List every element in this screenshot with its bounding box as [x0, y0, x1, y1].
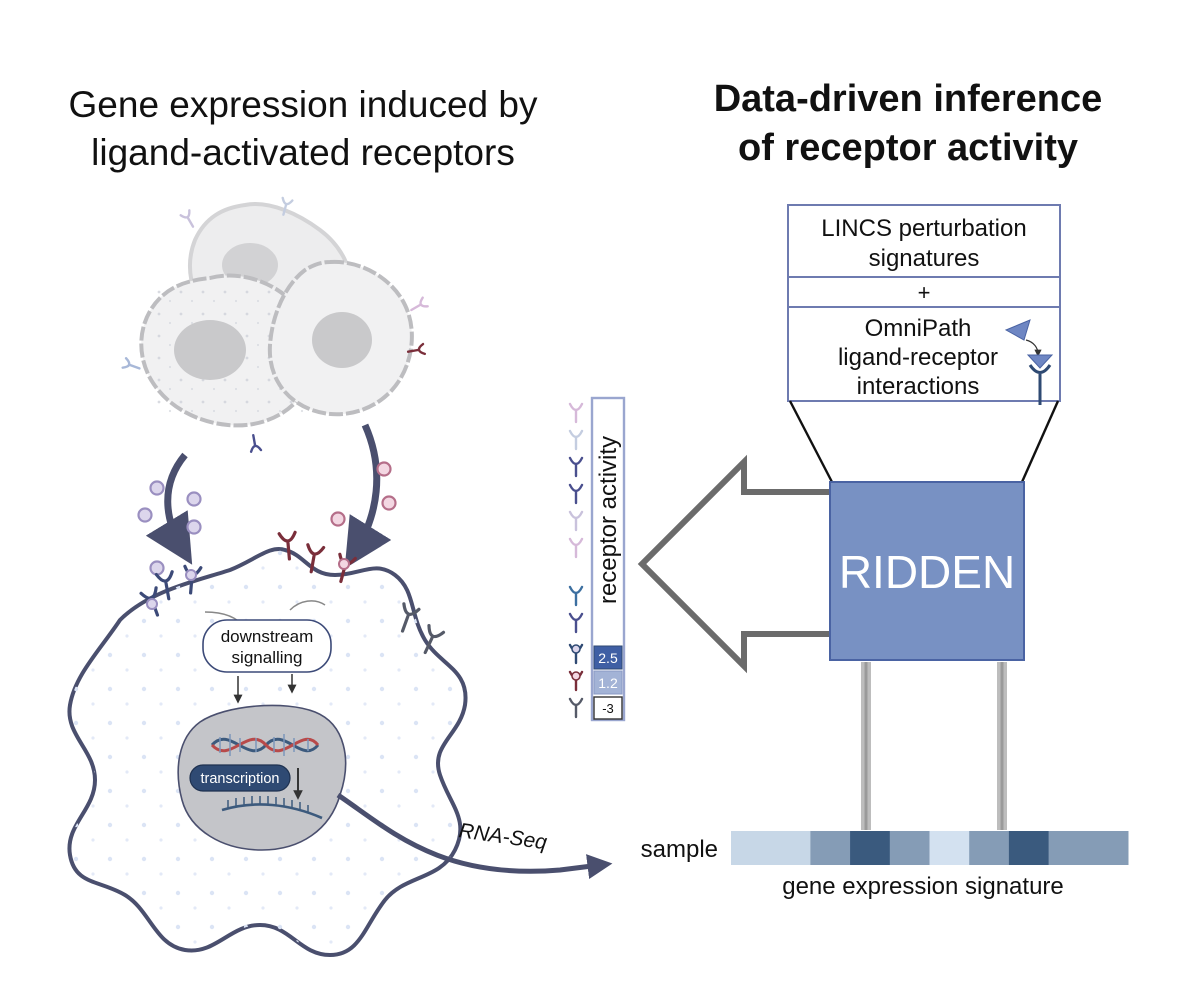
activity-cell-3	[593, 696, 623, 720]
rna-seq-label: RNA-Seq	[457, 819, 548, 854]
omnipath-label-line2: ligand-receptor	[838, 344, 998, 371]
ligands	[137, 461, 397, 576]
receptor-icon	[568, 456, 584, 478]
receptor-icon	[568, 429, 584, 451]
left-title-line1: Gene expression induced by	[69, 84, 538, 125]
ligand-receptor-icon	[1004, 319, 1054, 405]
mrna-strand-icon	[221, 796, 323, 820]
receptor-glyph	[121, 357, 141, 370]
signature-cell	[1008, 831, 1050, 865]
ligand	[376, 461, 392, 477]
ligand-flow-arrow-left	[145, 452, 193, 565]
signature-cell	[770, 831, 811, 865]
ligand	[186, 519, 202, 535]
signature-cell	[889, 831, 930, 865]
activity-value-3: -3	[602, 701, 614, 716]
ridden-model-box	[829, 481, 1025, 661]
receptor-icon	[568, 612, 584, 634]
activity-value-2: 1.2	[598, 675, 618, 691]
sender-nucleus-right	[312, 312, 372, 368]
signature-cell	[929, 831, 970, 865]
bound-ligand-marker	[571, 644, 581, 654]
receptor-icon	[568, 585, 584, 607]
lincs-label-line1: LINCS perturbation	[821, 215, 1026, 242]
sender-receptors	[121, 196, 429, 453]
ligand	[149, 560, 165, 576]
omnipath-label-line3: interactions	[857, 373, 980, 400]
ligand	[149, 480, 165, 496]
sender-nucleus-left	[174, 320, 246, 380]
signalling-label-line2: signalling	[232, 648, 303, 667]
gene-expression-signature-bar	[731, 831, 1129, 865]
transcription-label: transcription	[201, 771, 280, 787]
left-title-line2: ligand-activated receptors	[91, 132, 515, 173]
rna-seq-arrow	[336, 792, 613, 879]
ligand	[381, 495, 397, 511]
signalling-label-line1: downstream	[221, 627, 314, 646]
receptor-glyph	[249, 433, 263, 453]
receptor-icon	[568, 402, 584, 424]
right-title-line1: Data-driven inference	[714, 78, 1103, 120]
receptor-glyph	[410, 296, 429, 312]
receptor-glyph	[400, 602, 421, 633]
signature-caption: gene expression signature	[782, 873, 1064, 900]
receptor-glyph	[306, 543, 326, 574]
activity-value-1: 2.5	[598, 650, 618, 666]
ligand	[137, 507, 153, 523]
signature-cell	[850, 831, 891, 865]
signalling-box	[202, 619, 332, 673]
output-arrow	[637, 454, 832, 674]
signal-link-right	[289, 600, 326, 611]
signature-cell	[969, 831, 1010, 865]
signature-cell	[731, 831, 772, 865]
activity-cell-1	[593, 645, 623, 670]
omnipath-label-line1: OmniPath	[865, 315, 972, 342]
receptor-icon	[568, 537, 584, 559]
receptor-activity-label: receptor activity	[595, 436, 622, 604]
right-title-line2: of receptor activity	[738, 127, 1078, 169]
bound-ligand-marker	[571, 671, 581, 681]
receptor-glyph	[281, 196, 294, 216]
bound-ligand	[146, 598, 158, 610]
dna-helix-icon	[210, 734, 320, 756]
receptor-glyph	[423, 623, 446, 655]
ligand	[330, 511, 346, 527]
receptor-column	[568, 402, 584, 719]
signature-cell	[1088, 831, 1129, 865]
receptor-glyph	[406, 342, 426, 356]
signature-cell	[1048, 831, 1089, 865]
ridden-label: RIDDEN	[839, 546, 1015, 598]
sample-label: sample	[641, 836, 718, 863]
receptor-icon	[568, 697, 584, 719]
ligand	[186, 491, 202, 507]
activity-cell-2	[593, 670, 623, 695]
knowledge-box	[787, 204, 1061, 402]
ligand-flow-arrow-right	[344, 423, 392, 569]
plus-sign: +	[918, 280, 931, 305]
transcription-badge	[189, 764, 291, 792]
bound-ligand	[185, 569, 197, 581]
funnel-line-left	[788, 400, 834, 483]
receptor-glyph	[154, 570, 174, 601]
bound-ligand	[338, 558, 350, 570]
lincs-label-line2: signatures	[869, 245, 980, 272]
receptor-icon	[568, 510, 584, 532]
funnel-line-right	[1020, 400, 1060, 483]
receptor-glyph	[277, 530, 297, 561]
receptor-glyph	[179, 209, 195, 228]
sender-cells	[139, 202, 414, 428]
signature-cell	[810, 831, 851, 865]
receptor-icon	[568, 483, 584, 505]
